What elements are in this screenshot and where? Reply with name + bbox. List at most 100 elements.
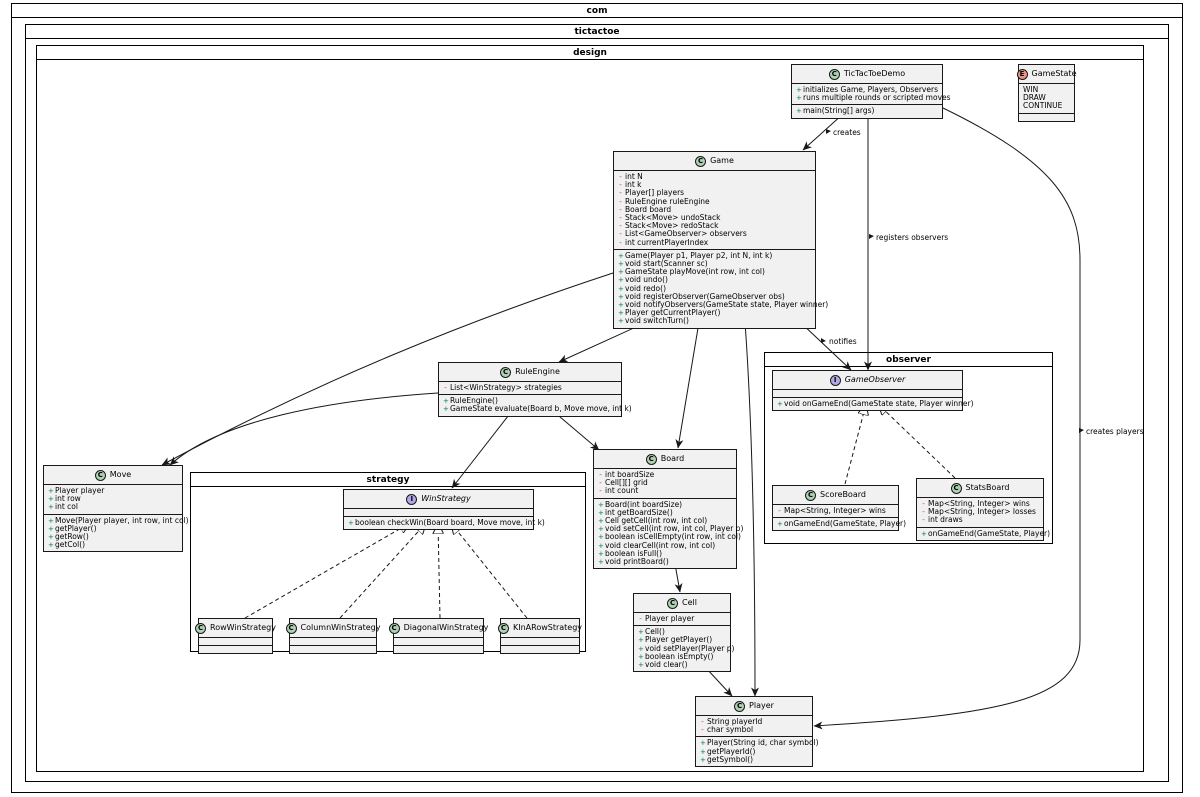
private-marker: - bbox=[599, 471, 602, 479]
interface-badge-icon: I bbox=[829, 374, 841, 386]
edge-diagonalwin-realizes bbox=[438, 523, 440, 619]
public-marker: + bbox=[598, 549, 604, 558]
method-text: boolean isEmpty() bbox=[645, 651, 714, 661]
field-row: +Player player bbox=[48, 486, 179, 495]
creates-players-label-caret bbox=[1079, 428, 1084, 433]
field-row: -int N bbox=[618, 172, 812, 181]
method-row: +GameState playMove(int row, int col) bbox=[618, 268, 812, 277]
class-methods bbox=[199, 646, 272, 653]
creates-label-caret bbox=[826, 129, 831, 134]
class-methods: +onGameEnd(GameState, Player) bbox=[773, 518, 906, 530]
class-badge-icon: C bbox=[950, 482, 962, 494]
method-text: void switchTurn() bbox=[625, 316, 689, 326]
method-text: void start(Scanner sc) bbox=[625, 259, 708, 269]
field-text: Stack<Move> redoStack bbox=[625, 221, 719, 231]
private-marker: - bbox=[922, 500, 925, 508]
class-name: Board bbox=[660, 453, 685, 463]
field-text: Player player bbox=[55, 486, 105, 495]
method-row: +void clearCell(int row, int col) bbox=[598, 541, 733, 550]
field-row: -Map<String, Integer> wins bbox=[921, 499, 1040, 508]
field-row: -Map<String, Integer> losses bbox=[921, 507, 1040, 517]
private-marker: - bbox=[619, 197, 622, 206]
private-marker: - bbox=[619, 222, 622, 231]
public-marker: + bbox=[48, 495, 54, 504]
method-text: main(String[] args) bbox=[803, 106, 875, 116]
method-text: getPlayerId() bbox=[707, 746, 756, 756]
method-row: +getPlayer() bbox=[48, 523, 179, 533]
private-marker: - bbox=[922, 508, 925, 517]
class-name: DiagonalWinStrategy bbox=[403, 622, 489, 632]
public-marker: + bbox=[796, 107, 802, 116]
public-marker: + bbox=[921, 529, 927, 538]
method-row: +Player getPlayer() bbox=[638, 636, 727, 645]
method-text: void printBoard() bbox=[605, 557, 669, 567]
edge-demo-player bbox=[813, 107, 1081, 730]
class-fields bbox=[501, 638, 579, 646]
private-marker: - bbox=[619, 181, 622, 190]
public-marker: + bbox=[638, 652, 644, 661]
method-text: GameState evaluate(Board b, Move move, i… bbox=[450, 404, 632, 414]
class-methods bbox=[290, 646, 376, 653]
field-text: int draws bbox=[928, 515, 963, 525]
class-methods: +Board(int boardSize)+int getBoardSize()… bbox=[594, 499, 743, 569]
class-methods: +Player(String id, char symbol)+getPlaye… bbox=[696, 737, 819, 766]
method-row: +void onGameEnd(GameState state, Player … bbox=[777, 399, 974, 408]
method-row: +Player(String id, char symbol) bbox=[700, 739, 819, 748]
class-badge-icon: C bbox=[497, 622, 509, 634]
private-marker: - bbox=[701, 726, 704, 735]
public-marker: + bbox=[796, 94, 802, 103]
method-text: Player(String id, char symbol) bbox=[707, 738, 819, 748]
method-row: +main(String[] args) bbox=[796, 106, 939, 116]
method-text: RuleEngine() bbox=[450, 396, 498, 406]
class-badge-icon: C bbox=[195, 622, 207, 634]
field-row: +int col bbox=[48, 503, 179, 512]
package-observer-title: observer bbox=[886, 355, 931, 365]
field-row: -int boardSize bbox=[598, 470, 733, 479]
method-text: onGameEnd(GameState, Player) bbox=[784, 519, 907, 529]
method-row: +boolean isEmpty() bbox=[638, 651, 727, 661]
method-text: void undo() bbox=[625, 275, 668, 285]
field-text: int row bbox=[55, 494, 81, 504]
class-name: StatsBoard bbox=[965, 482, 1010, 492]
method-row: +RuleEngine() bbox=[443, 396, 618, 406]
class-methods: +boolean checkWin(Board board, Move move… bbox=[344, 517, 545, 529]
field-row: -Map<String, Integer> wins bbox=[777, 506, 895, 515]
field-text: char symbol bbox=[707, 725, 754, 735]
private-marker: - bbox=[619, 173, 622, 181]
public-marker: + bbox=[348, 519, 354, 527]
class-fields bbox=[773, 390, 962, 398]
method-text: void notifyObservers(GameState state, Pl… bbox=[625, 300, 829, 310]
field-text: int N bbox=[625, 172, 643, 181]
method-row: +Move(Player player, int row, int col) bbox=[48, 516, 189, 525]
field-text: List<GameObserver> observers bbox=[625, 229, 747, 239]
edge-ruleengine-board bbox=[552, 410, 600, 451]
class-name: GameObserver bbox=[844, 374, 906, 384]
class-name: RowWinStrategy bbox=[210, 622, 276, 632]
method-row: +getPlayerId() bbox=[700, 746, 809, 756]
method-row: +void switchTurn() bbox=[618, 316, 812, 326]
registers-label-caret bbox=[869, 234, 874, 239]
field-row: -Board board bbox=[618, 205, 812, 214]
method-text: getPlayer() bbox=[55, 523, 97, 533]
method-text: void onGameEnd(GameState state, Player w… bbox=[784, 399, 974, 408]
